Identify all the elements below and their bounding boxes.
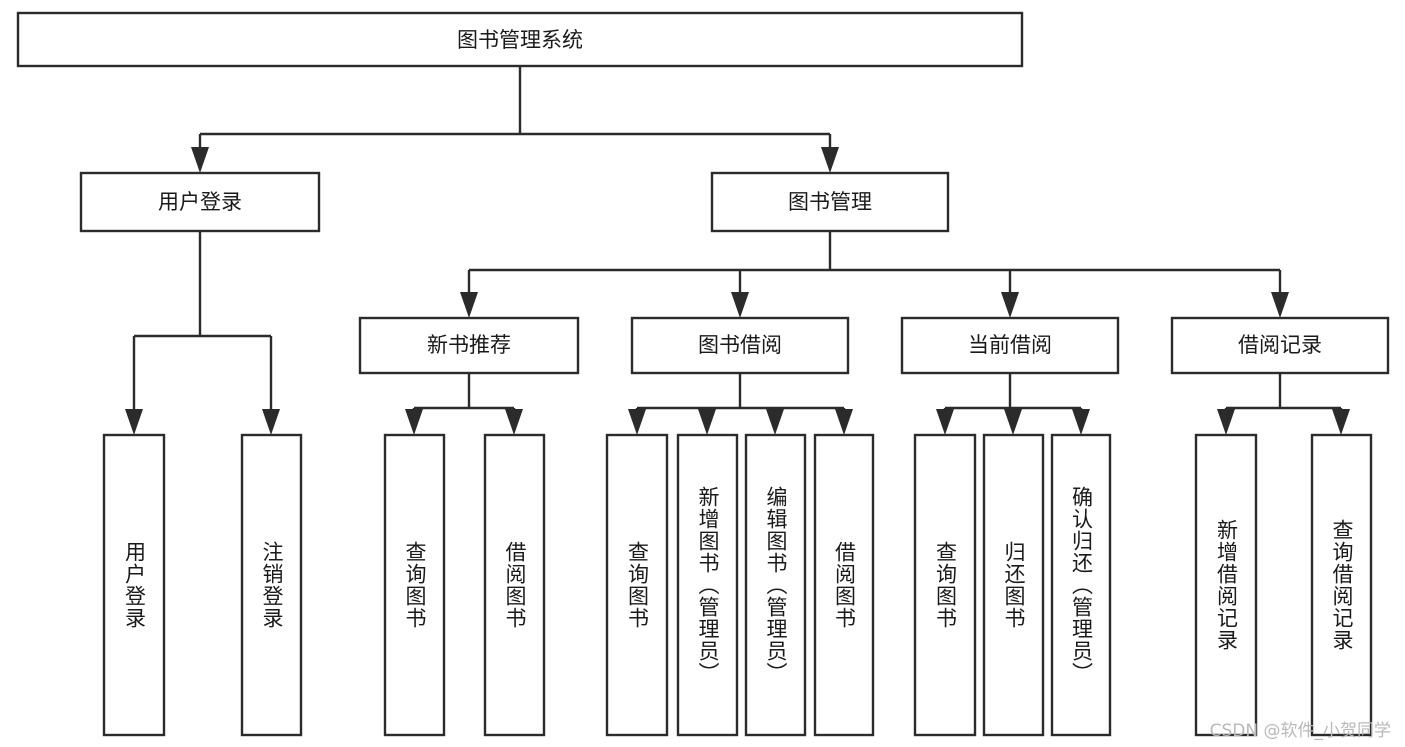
arrow-head-icon xyxy=(460,292,478,318)
arrow-head-icon xyxy=(821,147,839,173)
node-root-label: 图书管理系统 xyxy=(457,28,583,52)
arrow-head-icon xyxy=(1001,292,1019,318)
connector-root-to-level2 xyxy=(191,66,839,173)
arrow-head-icon xyxy=(1004,409,1022,435)
arrow-head-icon xyxy=(766,409,784,435)
arrow-head-icon xyxy=(505,409,523,435)
node-book-management[interactable]: 图书管理 xyxy=(710,171,950,233)
arrow-head-icon xyxy=(405,409,423,435)
node-book-management-label: 图书管理 xyxy=(788,190,872,214)
leaf-box-add-borrow-record[interactable] xyxy=(1194,433,1258,737)
node-borrow-record-label: 借阅记录 xyxy=(1238,333,1322,357)
arrow-head-icon xyxy=(191,147,209,173)
connector-new-book-recommend-to-leaves xyxy=(405,373,523,435)
node-new-book-recommend-box[interactable] xyxy=(358,316,580,375)
leaf-box-return-book[interactable] xyxy=(982,433,1045,737)
leaf-box-borrow-book-2[interactable] xyxy=(813,433,875,737)
connector-borrow-record-to-leaves xyxy=(1217,373,1350,435)
arrow-head-icon xyxy=(835,409,853,435)
arrow-head-icon xyxy=(1072,409,1090,435)
leaf-box-user-login[interactable] xyxy=(102,433,166,737)
leaf-box-confirm-return-admin[interactable] xyxy=(1050,433,1112,737)
node-root-box[interactable] xyxy=(16,11,1024,68)
node-user-login-label: 用户登录 xyxy=(158,190,242,214)
arrow-head-icon xyxy=(936,409,954,435)
connector-current-borrow-to-leaves xyxy=(936,373,1090,435)
leaf-box-query-book-2[interactable] xyxy=(605,433,669,737)
arrow-head-icon xyxy=(262,409,280,435)
arrow-head-icon xyxy=(1332,409,1350,435)
arrow-head-icon xyxy=(1217,409,1235,435)
leaf-box-query-borrow-record[interactable] xyxy=(1310,433,1373,737)
arrow-head-icon xyxy=(1271,292,1289,318)
arrow-head-icon xyxy=(628,409,646,435)
node-book-borrow-label: 图书借阅 xyxy=(698,333,782,357)
leaf-boxes xyxy=(102,433,1373,737)
node-user-login[interactable]: 用户登录 xyxy=(79,171,321,233)
leaf-box-query-book-1[interactable] xyxy=(383,433,446,737)
node-user-login-box[interactable] xyxy=(79,171,321,233)
node-book-borrow[interactable]: 图书借阅 xyxy=(630,316,850,375)
node-current-borrow-label: 当前借阅 xyxy=(968,333,1052,357)
leaf-box-borrow-book-1[interactable] xyxy=(483,433,546,737)
node-new-book-recommend[interactable]: 新书推荐 xyxy=(358,316,580,375)
connector-book-management-to-level3 xyxy=(460,231,1289,318)
arrow-head-icon xyxy=(731,292,749,318)
arrow-head-icon xyxy=(125,409,143,435)
connector-book-borrow-to-leaves xyxy=(628,373,853,435)
node-current-borrow[interactable]: 当前借阅 xyxy=(900,316,1120,375)
node-current-borrow-box[interactable] xyxy=(900,316,1120,375)
arrow-head-icon xyxy=(698,409,716,435)
csdn-watermark: CSDN @软件_小贺同学 xyxy=(1209,721,1391,741)
leaf-box-query-book-3[interactable] xyxy=(913,433,977,737)
leaf-box-edit-book-admin[interactable] xyxy=(744,433,807,737)
connector-user-login-to-leaves xyxy=(125,231,280,435)
leaf-box-logout[interactable] xyxy=(240,433,303,737)
node-borrow-record[interactable]: 借阅记录 xyxy=(1170,316,1390,375)
node-root[interactable]: 图书管理系统 xyxy=(16,11,1024,68)
leaf-box-add-book-admin[interactable] xyxy=(676,433,739,737)
node-new-book-recommend-label: 新书推荐 xyxy=(427,333,511,357)
